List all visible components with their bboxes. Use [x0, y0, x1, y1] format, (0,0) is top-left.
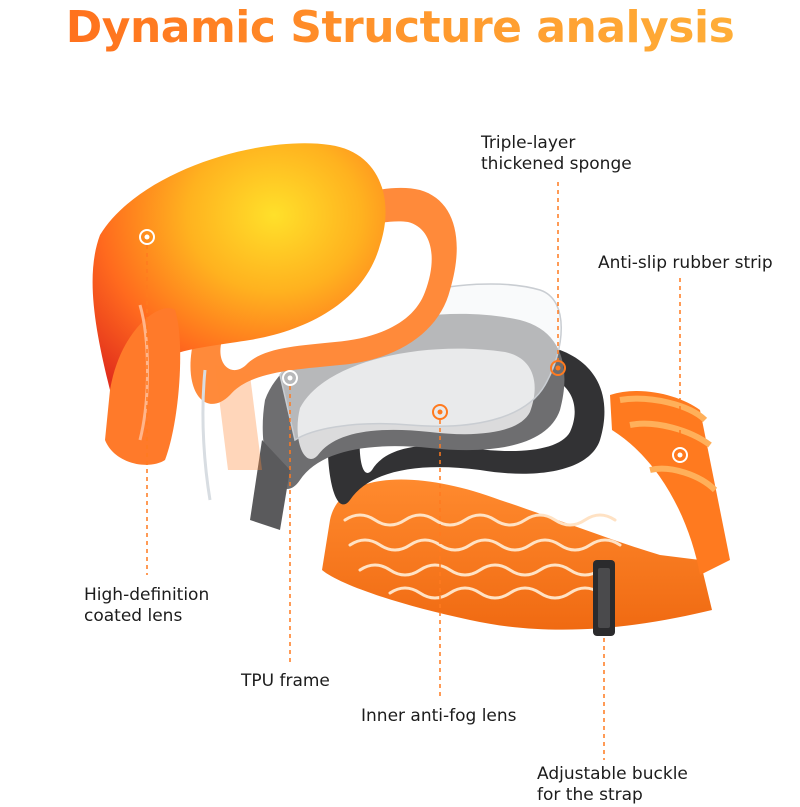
callout-sponge-line2: thickened sponge [481, 154, 632, 174]
callout-buckle: Adjustable buckle for the strap [537, 764, 688, 806]
callout-tpu-line1: TPU frame [241, 671, 330, 691]
callout-buckle-line1: Adjustable buckle [537, 764, 688, 784]
marker-antifog [432, 404, 448, 420]
marker-tpu [282, 370, 298, 386]
callout-sponge: Triple-layer thickened sponge [481, 133, 632, 175]
marker-rubber [672, 447, 688, 463]
leader-lines [146, 182, 681, 760]
callout-rubber-line1: Anti-slip rubber strip [598, 253, 773, 273]
callout-lens: High-definition coated lens [84, 585, 209, 627]
callout-buckle-line2: for the strap [537, 785, 643, 805]
callout-antifog: Inner anti-fog lens [361, 706, 517, 727]
marker-sponge [550, 360, 566, 376]
callout-lens-line2: coated lens [84, 606, 183, 626]
callout-rubber: Anti-slip rubber strip [598, 253, 773, 274]
callout-markers [139, 229, 688, 463]
coated-lens [92, 143, 386, 465]
page-title: Dynamic Structure analysis [0, 0, 800, 56]
callout-sponge-line1: Triple-layer [481, 133, 576, 153]
callout-tpu: TPU frame [241, 671, 330, 692]
callout-antifog-line1: Inner anti-fog lens [361, 706, 517, 726]
marker-lens [139, 229, 155, 245]
callout-lens-line1: High-definition [84, 585, 210, 605]
strap-buckle [593, 560, 615, 636]
